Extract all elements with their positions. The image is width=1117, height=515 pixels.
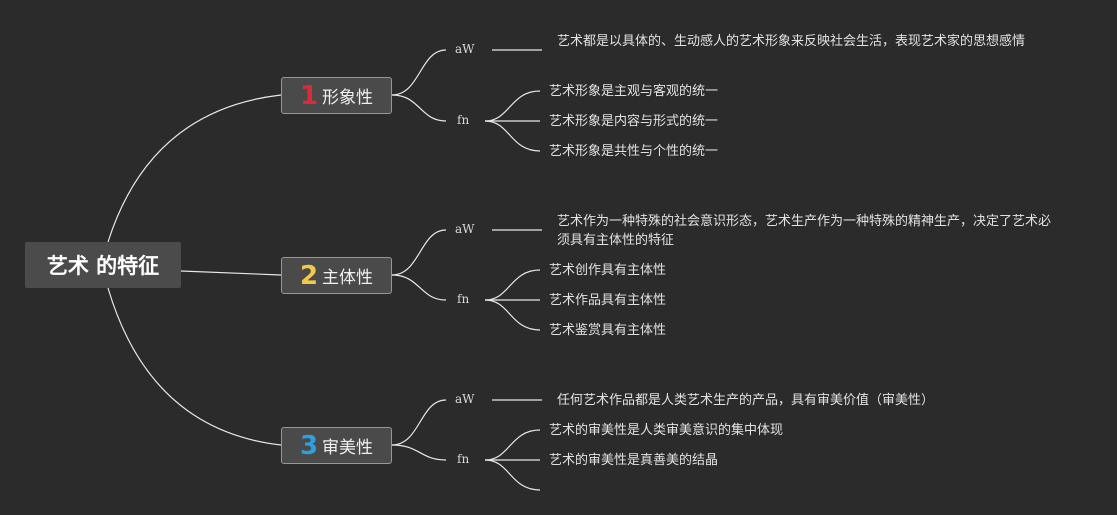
branch-1-fn-tag[interactable]: fn [457, 113, 470, 127]
link-b3-fn [391, 444, 447, 461]
link-b1-fn-leaf-3 [484, 120, 541, 152]
link-b2-fn-leaf-1 [484, 269, 541, 301]
branch-3-aw-text[interactable]: 任何艺术作品都是人类艺术生产的产品，具有审美价值（审美性） [557, 393, 935, 408]
branch-1-aw-text[interactable]: 艺术都是以具体的、生动感人的艺术形象来反映社会生活，表现艺术家的思想感情 [557, 34, 1026, 49]
link-b3-fn-leaf-3 [484, 459, 541, 491]
link-b2-fn [391, 274, 447, 301]
branch-2-aw-text[interactable]: 艺术作为一种特殊的社会意识形态，艺术生产作为一种特殊的精神生产，决定了艺术必须具… [557, 214, 1052, 248]
link-b2-aw [391, 229, 447, 276]
branch-3-fn-tag[interactable]: fn [457, 452, 470, 466]
link-root-branch-2 [180, 270, 282, 276]
link-b1-aw [391, 49, 447, 96]
link-root-branch-3 [107, 287, 282, 446]
branch-2-fn-item-1[interactable]: 艺术创作具有主体性 [549, 263, 667, 278]
branch-2-aw-tag[interactable]: aW [455, 222, 475, 236]
link-b3-aw [391, 399, 447, 446]
link-b1-fn-leaf-1 [484, 90, 541, 122]
branch-2-number: 2 [299, 260, 319, 291]
root-title: 艺术 的特征 [46, 254, 160, 278]
branch-node-3[interactable]: 3 审美性 [281, 427, 392, 464]
branch-1-fn-item-3[interactable]: 艺术形象是共性与个性的统一 [549, 144, 719, 159]
branch-3-label: 审美性 [322, 438, 374, 458]
branch-1-aw-tag[interactable]: aW [455, 42, 475, 56]
branch-1-number: 1 [299, 80, 319, 111]
branch-2-fn-item-3[interactable]: 艺术鉴赏具有主体性 [549, 323, 667, 338]
root-node[interactable]: 艺术 的特征 [25, 242, 181, 288]
branch-1-label: 形象性 [322, 88, 374, 108]
branch-2-fn-tag[interactable]: fn [457, 292, 470, 306]
branch-3-fn-item-1[interactable]: 艺术的审美性是人类审美意识的集中体现 [549, 423, 784, 438]
branch-3-fn-item-2[interactable]: 艺术的审美性是真善美的结晶 [549, 453, 719, 468]
branch-1-fn-item-2[interactable]: 艺术形象是内容与形式的统一 [549, 114, 719, 129]
branch-node-1[interactable]: 1 形象性 [281, 77, 392, 114]
link-root-branch-1 [107, 94, 282, 243]
branch-2-fn-item-2[interactable]: 艺术作品具有主体性 [549, 293, 667, 308]
branch-1-fn-item-1[interactable]: 艺术形象是主观与客观的统一 [549, 84, 719, 99]
branch-3-aw-tag[interactable]: aW [455, 392, 475, 406]
branch-3-number: 3 [299, 430, 319, 461]
link-b3-fn-leaf-1 [484, 429, 541, 461]
link-b1-fn [391, 94, 447, 122]
branch-2-label: 主体性 [322, 268, 374, 288]
link-b2-fn-leaf-3 [484, 299, 541, 331]
branch-node-2[interactable]: 2 主体性 [281, 257, 392, 294]
